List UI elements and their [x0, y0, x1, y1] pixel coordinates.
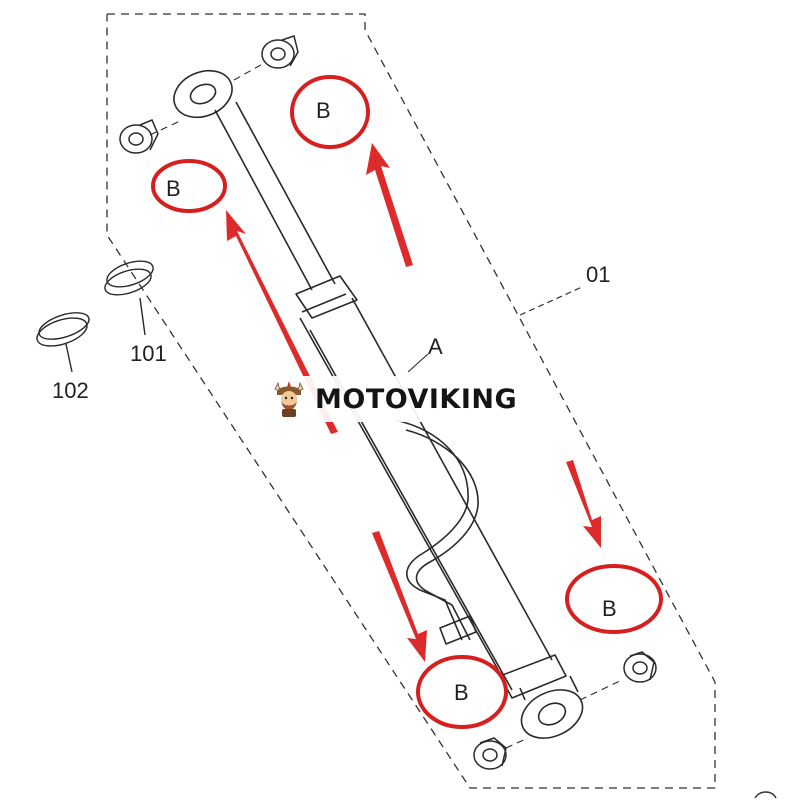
callout-b-top-right: B [290, 75, 370, 149]
label-a: A [428, 334, 443, 359]
label-102: 102 [52, 378, 89, 403]
bushing-bottom-right [623, 651, 657, 683]
pin-centerlines [149, 61, 623, 749]
leader-01 [519, 286, 583, 316]
svg-text:B: B [316, 98, 331, 123]
part-101 [104, 260, 154, 336]
bushing-top-right [261, 35, 299, 69]
watermark-text: MOTOVIKING [315, 383, 518, 415]
callout-b-bottom-right: B [565, 564, 663, 634]
label-101: 101 [130, 341, 167, 366]
leader-a [407, 353, 429, 373]
bushing-bottom-left [473, 737, 507, 770]
label-01: 01 [586, 262, 610, 287]
svg-text:B: B [602, 596, 617, 621]
callout-b-top-left: B [151, 159, 227, 213]
edge-fragment [754, 791, 777, 799]
bushing-top-left [119, 119, 159, 154]
watermark: MOTOVIKING [263, 376, 535, 422]
arrow-down-bottom [372, 531, 427, 662]
arrow-down-right [566, 460, 601, 548]
part-102 [36, 312, 90, 373]
svg-text:B: B [454, 680, 469, 705]
svg-text:B: B [166, 176, 181, 201]
assembly-boundary [106, 13, 716, 789]
viking-mascot-icon [274, 381, 304, 417]
callout-b-bottom-left: B [416, 655, 508, 729]
arrow-up-top-right [366, 143, 413, 267]
